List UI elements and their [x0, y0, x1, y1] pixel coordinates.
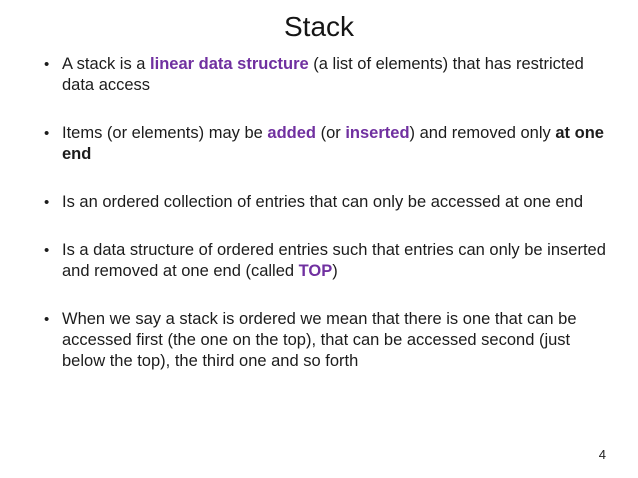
slide-title: Stack: [283, 11, 355, 42]
bullet-marker-icon: •: [44, 311, 50, 328]
bullet-item: • Is a data structure of ordered entries …: [44, 240, 608, 282]
bullet-marker-icon: •: [44, 194, 50, 211]
bullet-item: • When we say a stack is ordered we mean …: [44, 309, 608, 372]
bullet-item: • Items (or elements) may be added (or in…: [44, 123, 608, 165]
page-number: 4: [598, 447, 606, 462]
bullet-text: When we say a stack is ordered we mean t…: [62, 310, 577, 370]
bullet-text: Items (or elements) may be added (or ins…: [62, 124, 604, 163]
bullet-text: Is a data structure of ordered entries s…: [62, 241, 606, 280]
bullet-text: A stack is a linear data structure (a li…: [62, 55, 584, 94]
bullet-marker-icon: •: [44, 56, 50, 73]
bullet-item: • Is an ordered collection of entries tha…: [44, 192, 608, 213]
bullet-text: Is an ordered collection of entries that…: [62, 193, 583, 211]
bullet-marker-icon: •: [44, 242, 50, 259]
bullet-list: • A stack is a linear data structure (a l…: [0, 54, 638, 372]
bullet-marker-icon: •: [44, 125, 50, 142]
bullet-item: • A stack is a linear data structure (a l…: [44, 54, 608, 96]
